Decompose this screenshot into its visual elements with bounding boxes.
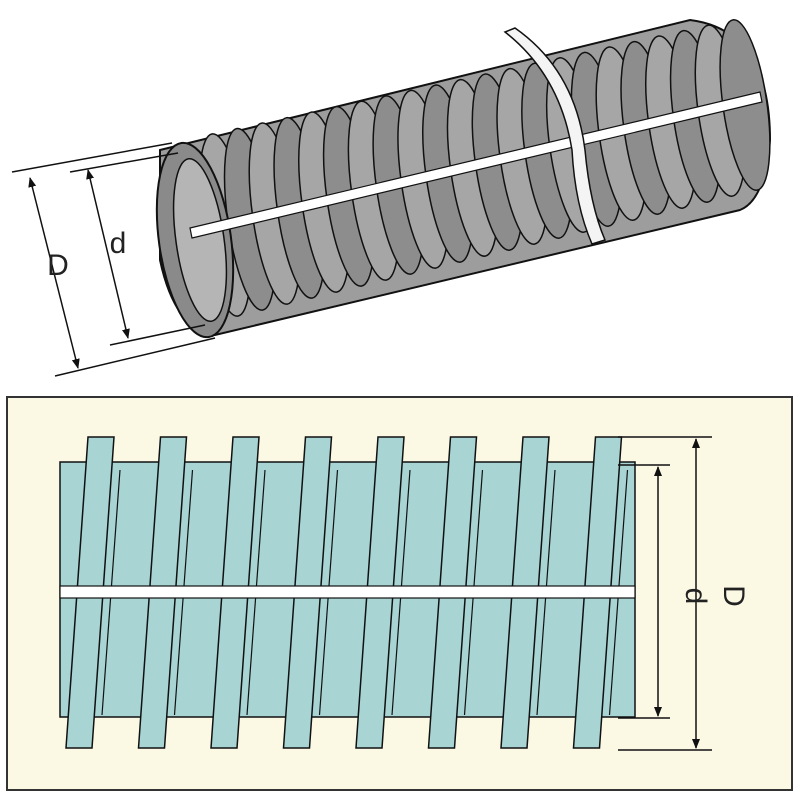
extension-line-d-bottom (109, 324, 206, 346)
hose-end-inner (172, 157, 228, 323)
dimension-arrow-D (28, 177, 80, 369)
label-inner-diameter-section: d (679, 588, 712, 605)
dimension-arrow-d (86, 169, 130, 339)
hose-section-view: d D (6, 396, 793, 791)
extension-line-D-bottom (54, 337, 216, 377)
label-outer-diameter-top: D (47, 249, 69, 282)
cable-tie-band (503, 27, 607, 245)
label-inner-diameter-top: d (110, 227, 127, 260)
label-outer-diameter-section: D (717, 585, 750, 607)
extension-line-d-top (69, 152, 179, 173)
section-split-gap (59, 585, 636, 599)
hose-isometric-view: D d (11, 18, 772, 377)
extension-line-D-top (11, 142, 173, 173)
